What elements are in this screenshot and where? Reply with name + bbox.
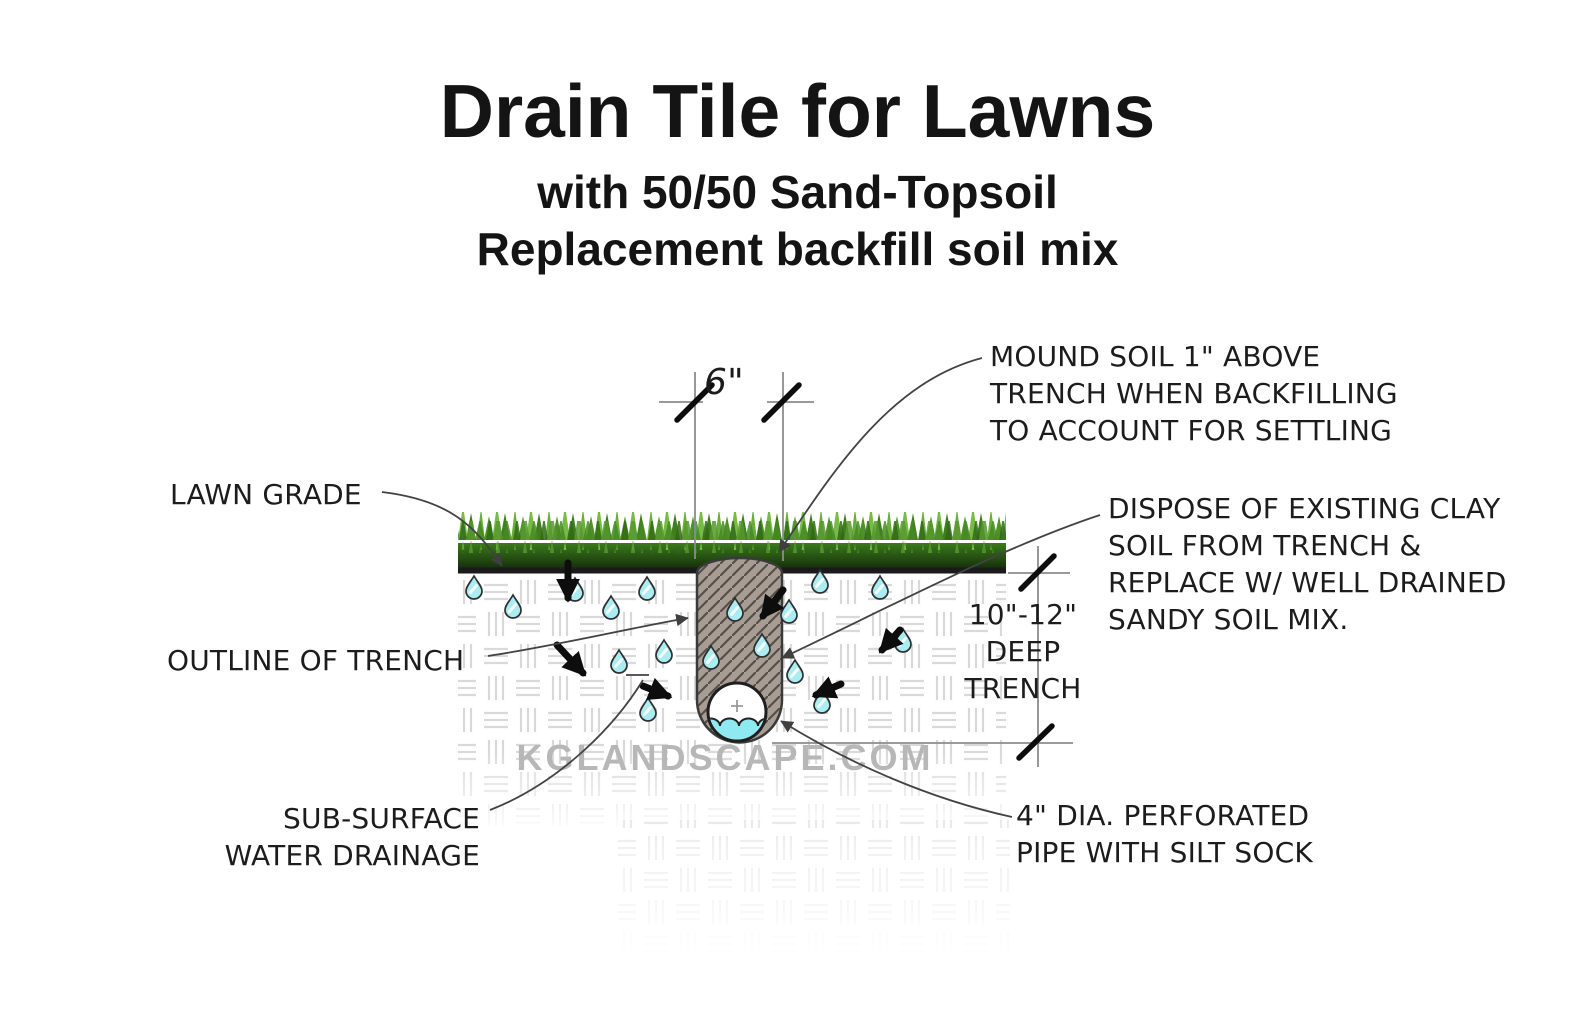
dimension-depth	[772, 546, 1073, 767]
flow-arrow-icon	[878, 626, 904, 654]
flow-arrow-icon	[759, 586, 787, 620]
leader-lawn-grade	[381, 491, 503, 567]
leader-dispose	[781, 514, 1101, 659]
leader-pipe	[780, 720, 1013, 818]
pipe-center-cross	[731, 700, 743, 712]
grass	[458, 512, 1006, 574]
flow-arrows	[553, 559, 904, 700]
page-title: Drain Tile for Lawns	[439, 69, 1156, 153]
label-lawn-grade: LAWN GRADE	[170, 478, 362, 511]
label-dispose-clay-soil: DISPOSE OF EXISTING CLAY SOIL FROM TRENC…	[1108, 492, 1507, 636]
dimension-width	[659, 372, 814, 561]
label-outline-of-trench: OUTLINE OF TRENCH	[167, 644, 465, 677]
dimension-tick	[1016, 553, 1057, 761]
flow-arrow-icon	[639, 677, 673, 700]
subtitle-line-2: Replacement backfill soil mix	[476, 223, 1119, 275]
subtitle-line-1: with 50/50 Sand-Topsoil	[537, 166, 1058, 218]
leader-mound-soil	[778, 357, 983, 553]
label-sub-surface-water-drainage: SUB-SURFACE WATER DRAINAGE	[224, 802, 480, 872]
flow-arrow-icon	[553, 641, 587, 677]
leader-outline-of-trench	[487, 613, 689, 657]
leader-sub-surface	[489, 679, 644, 811]
label-trench-width: 6"	[704, 362, 744, 403]
page-subtitle: with 50/50 Sand-Topsoil Replacement back…	[0, 164, 1595, 278]
dimension-tick	[674, 382, 802, 423]
label-mound-soil: MOUND SOIL 1" ABOVE TRENCH WHEN BACKFILL…	[990, 340, 1398, 447]
label-perforated-pipe: 4" DIA. PERFORATED PIPE WITH SILT SOCK	[1016, 799, 1313, 869]
leader-lines	[381, 357, 1101, 818]
flow-arrow-icon	[811, 676, 845, 699]
title-block: Drain Tile for Lawns with 50/50 Sand-Top…	[0, 68, 1595, 278]
label-trench-depth: 10"-12" DEEP TRENCH	[964, 598, 1082, 705]
